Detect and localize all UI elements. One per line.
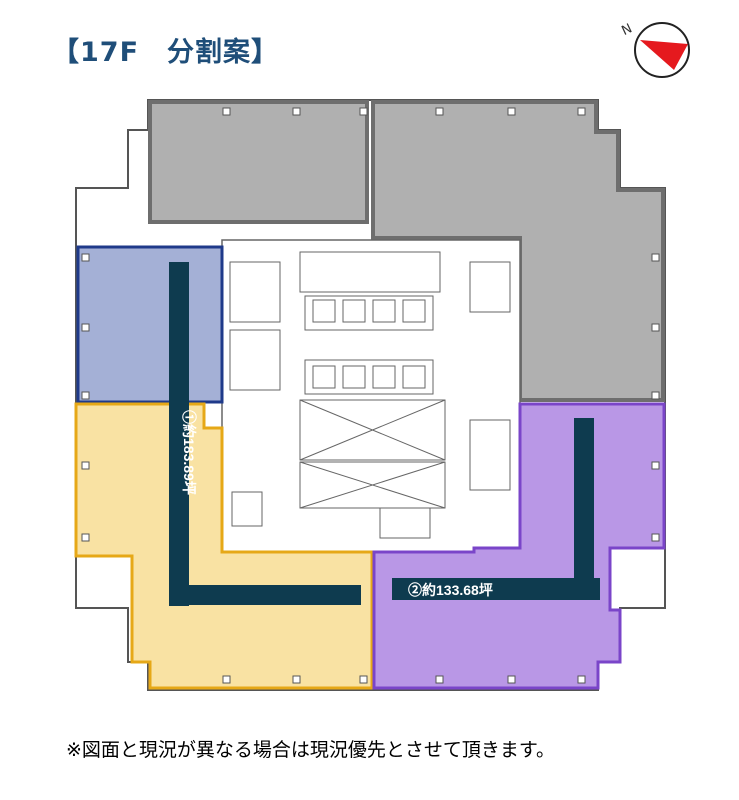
unit-2-bar-vertical [574, 418, 594, 600]
compass-arrow [640, 40, 688, 70]
floor-plan: ①約183.89坪 ②約133.68坪 [74, 99, 666, 691]
unit-2-label: ②約133.68坪 [408, 582, 493, 598]
columns [81, 107, 660, 684]
occupied-area-north [148, 100, 369, 224]
footnote: ※図面と現況が異なる場合は現況優先とさせて頂きます。 [66, 739, 556, 761]
unit-1-bar-horizontal [189, 585, 361, 605]
unit-1-lower-area [74, 402, 374, 690]
core-area [221, 239, 521, 553]
unit-1-upper-area [76, 245, 224, 404]
unit-1-label: ①約183.89坪 [181, 410, 197, 495]
occupied-area-east [371, 100, 665, 402]
page-title: 【17F 分割案】 [52, 37, 280, 68]
compass-icon: N [619, 21, 690, 78]
unit-1-bar-vertical [169, 262, 189, 606]
unit-2-bar-horizontal [392, 578, 600, 600]
core-details [229, 251, 511, 539]
